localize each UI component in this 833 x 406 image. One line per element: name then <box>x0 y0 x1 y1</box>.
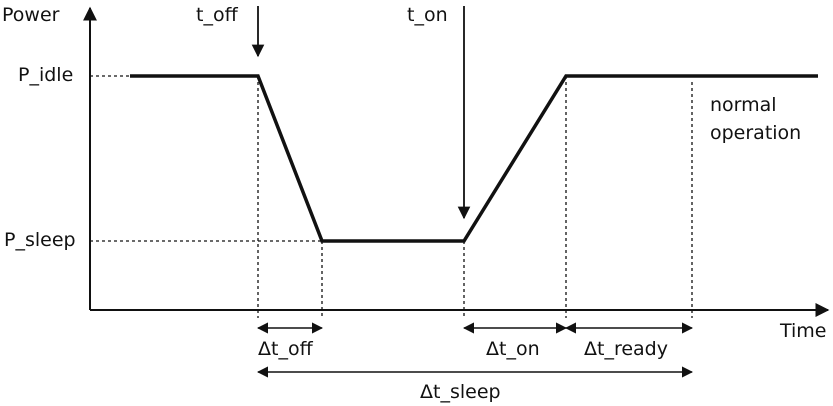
toff-event-label: t_off <box>196 4 238 26</box>
interval-off-label: Δt_off <box>258 338 313 360</box>
ton-event-label: t_on <box>407 4 448 26</box>
interval-ready-label: Δt_ready <box>584 338 668 360</box>
idle-level-label: P_idle <box>18 64 74 86</box>
interval-sleep-label: Δt_sleep <box>420 381 501 403</box>
annotation-normal: normal <box>710 94 777 116</box>
power-profile-curve <box>130 74 818 243</box>
interval-on-label: Δt_on <box>486 338 540 360</box>
sleep-level-label: P_sleep <box>4 229 76 251</box>
y-axis-label: Power <box>2 4 60 26</box>
annotation-operation: operation <box>710 122 802 144</box>
x-axis-label: Time <box>780 320 827 342</box>
